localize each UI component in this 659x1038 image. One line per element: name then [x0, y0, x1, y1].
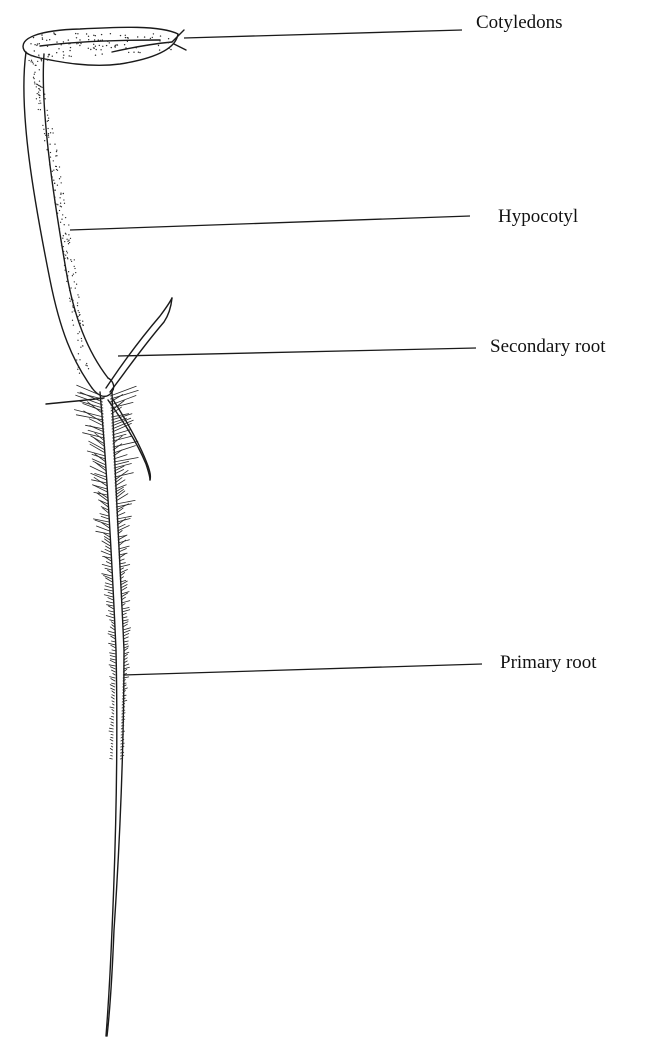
hypocotyl [24, 52, 114, 396]
leader-line-secondary-root [118, 348, 476, 356]
secondary-root [46, 298, 172, 480]
cotyledons [23, 27, 186, 65]
label-cotyledons: Cotyledons [476, 12, 563, 33]
leader-line-primary-root [124, 664, 482, 675]
label-primary-root: Primary root [500, 652, 597, 673]
leader-line-hypocotyl [70, 216, 470, 230]
label-hypocotyl: Hypocotyl [498, 206, 578, 227]
label-secondary-root: Secondary root [490, 336, 606, 357]
leader-line-cotyledons [184, 30, 462, 38]
primary-root [74, 385, 138, 1036]
